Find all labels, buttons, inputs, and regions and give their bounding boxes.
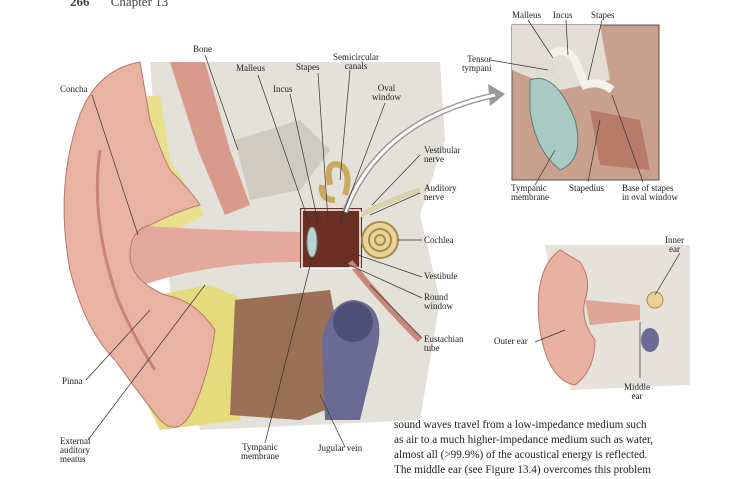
inset-label-tympanic-membrane: Tympanic membrane bbox=[511, 183, 549, 202]
cochlea-shape bbox=[361, 221, 399, 259]
inset-bone bbox=[512, 25, 610, 90]
inset-label-incus: Incus bbox=[553, 10, 573, 20]
bone-speckle bbox=[235, 120, 330, 200]
label-vestibular-nerve: Vestibular nerve bbox=[424, 145, 461, 164]
inset-muscle bbox=[590, 110, 650, 170]
eustachian-tube-shape bbox=[347, 260, 423, 343]
overview-label-outer-ear: Outer ear bbox=[494, 336, 528, 346]
label-concha: Concha bbox=[60, 84, 88, 94]
inset-label-malleus: Malleus bbox=[512, 10, 541, 20]
overview-pinna bbox=[537, 249, 596, 386]
label-bone: Bone bbox=[193, 44, 212, 54]
page-number: 266 bbox=[70, 0, 90, 9]
main-ear-drawing bbox=[63, 61, 505, 430]
semicircular-canals-shape bbox=[318, 161, 351, 203]
chapter-title: Chapter 13 bbox=[110, 0, 169, 9]
label-jugular-vein: Jugular vein bbox=[318, 443, 363, 453]
label-stapes: Stapes bbox=[296, 62, 320, 72]
label-incus: Incus bbox=[273, 84, 293, 94]
label-oval-window: Oval window bbox=[372, 83, 401, 102]
leader-lines bbox=[85, 54, 423, 448]
inset-label-base-of-stapes: Base of stapes in oval window bbox=[622, 183, 678, 202]
body-line: almost all (>99.9%) of the acoustical en… bbox=[394, 449, 648, 461]
inset-label-stapedius: Stapedius bbox=[569, 183, 604, 193]
overview-vein bbox=[641, 328, 659, 352]
zoom-box bbox=[301, 209, 361, 269]
inset-tympanic-membrane bbox=[529, 78, 579, 171]
inset-label-tensor-tympani: Tensor tympani bbox=[462, 54, 492, 73]
overview-cochlea bbox=[646, 291, 664, 309]
label-eustachian-tube: Eustachian tube bbox=[424, 334, 464, 353]
tympanic-membrane-shape bbox=[306, 226, 318, 258]
body-line: as air to a much higher-impedance medium… bbox=[394, 434, 654, 446]
inset-ossicles bbox=[547, 47, 615, 94]
ear-canal bbox=[130, 225, 300, 290]
overview-leader-lines bbox=[534, 252, 681, 378]
pinna-shape bbox=[63, 61, 216, 428]
lower-tissue bbox=[230, 290, 350, 420]
body-text: sound waves travel from a low-impedance … bbox=[394, 418, 694, 478]
bone-layer bbox=[170, 62, 250, 215]
label-tympanic-membrane: Tympanic membrane bbox=[241, 442, 279, 461]
running-header: 266 Chapter 13 bbox=[70, 0, 168, 10]
label-malleus: Malleus bbox=[236, 63, 265, 73]
label-round-window: Round window bbox=[424, 292, 453, 311]
body-line: sound waves travel from a low-impedance … bbox=[394, 419, 647, 431]
body-line: The middle ear (see Figure 13.4) overcom… bbox=[394, 464, 651, 476]
concha-fold bbox=[95, 149, 157, 371]
auditory-nerve-shape bbox=[358, 187, 421, 218]
inset-label-stapes: Stapes bbox=[591, 10, 615, 20]
overview-label-middle-ear: Middle ear bbox=[624, 382, 650, 401]
label-external-auditory-meatus: External auditory meatus bbox=[60, 436, 91, 464]
zoom-arrowhead bbox=[488, 84, 505, 106]
middle-ear-inset bbox=[511, 24, 660, 181]
jugular-vein-opening bbox=[333, 302, 373, 342]
overview-label-inner-ear: Inner ear bbox=[665, 235, 684, 254]
label-auditory-nerve: Auditory nerve bbox=[424, 183, 457, 202]
label-vestibule: Vestibule bbox=[424, 271, 458, 281]
label-pinna: Pinna bbox=[62, 376, 83, 386]
label-semicircular-canals: Semicircular canals bbox=[333, 52, 379, 71]
overview-drawing bbox=[537, 245, 690, 390]
label-cochlea: Cochlea bbox=[424, 235, 454, 245]
inset-leader-lines bbox=[489, 19, 644, 186]
overview-canal bbox=[585, 300, 640, 325]
